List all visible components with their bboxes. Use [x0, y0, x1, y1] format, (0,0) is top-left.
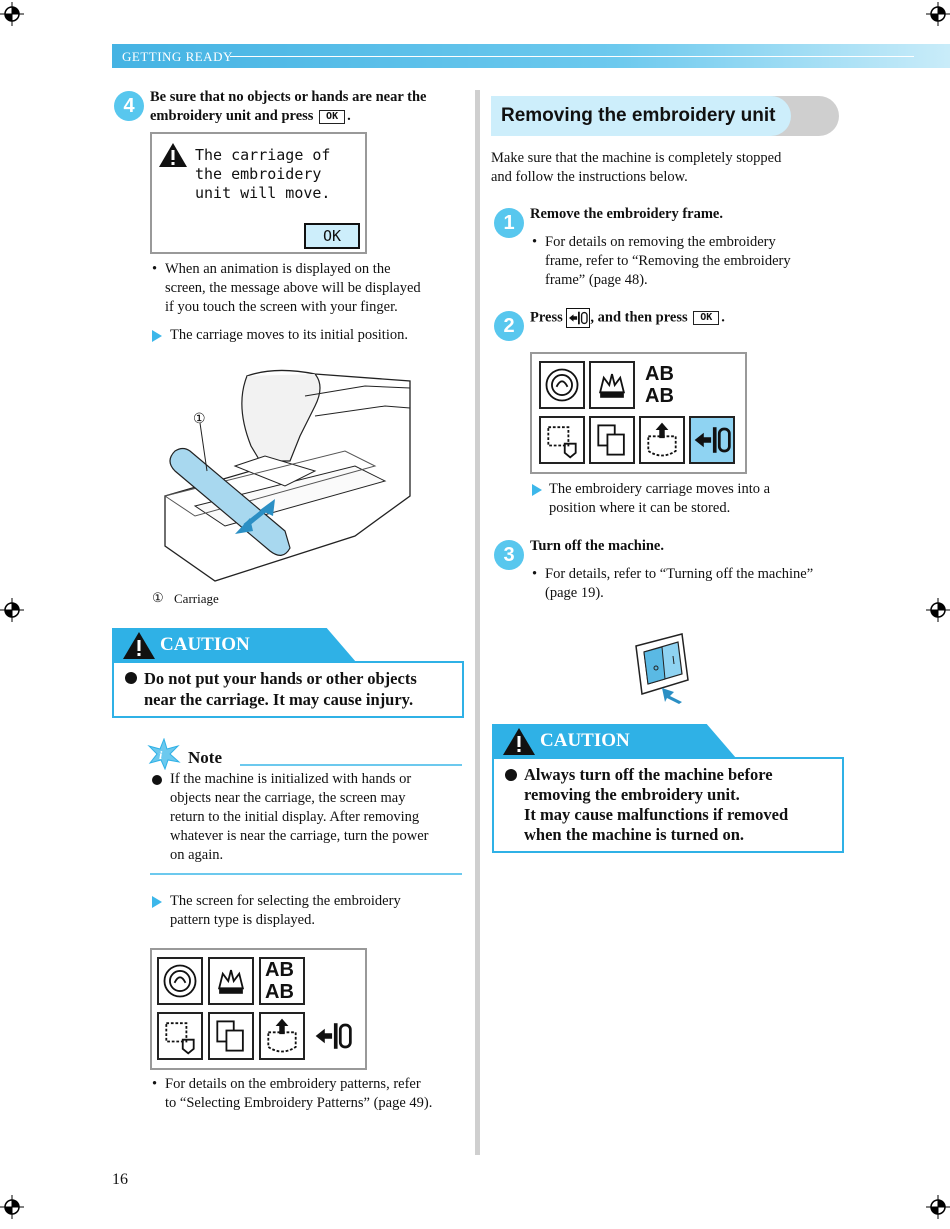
lcd-ok-button[interactable]: OK	[304, 223, 360, 249]
frame-shape-icon[interactable]	[539, 416, 585, 464]
pattern-reference-note: For details on the embroidery patterns, …	[165, 1076, 433, 1111]
frame-shape-icon[interactable]	[157, 1012, 203, 1060]
note-star-icon: i	[147, 738, 181, 770]
registration-mark-icon	[926, 2, 950, 26]
bullet-dot-icon	[505, 769, 517, 781]
warning-icon	[503, 728, 535, 755]
warning-icon	[159, 143, 187, 167]
step-1-badge: 1	[494, 208, 524, 238]
intro-text: Make sure that the machine is completely…	[491, 150, 782, 185]
result-text: The carriage moves to its initial positi…	[170, 327, 408, 343]
lcd-message-screen: The carriage of the embroidery unit will…	[150, 132, 367, 254]
result-text: The embroidery carriage moves into a pos…	[549, 481, 771, 516]
caution-box: Always turn off the machine before remov…	[492, 757, 844, 853]
caution-line: Do not put your hands or other objects	[144, 669, 417, 688]
bullet-dot-icon	[152, 775, 162, 785]
lcd-line: The carriage of	[195, 146, 331, 164]
remove-unit-icon[interactable]	[310, 1012, 356, 1060]
bullet-marker: •	[532, 566, 538, 582]
step-2-instruction: Press , and then press OK.	[530, 308, 840, 328]
caution-header: CAUTION	[112, 628, 356, 662]
caution-line: It may cause malfunctions if removed	[524, 805, 789, 824]
result-arrow-icon	[152, 896, 162, 908]
result-text: The screen for selecting the embroidery …	[170, 893, 401, 928]
step-1-title: Remove the embroidery frame.	[530, 206, 723, 222]
remove-unit-icon[interactable]	[689, 416, 735, 464]
caution-line: Always turn off the machine before	[524, 765, 773, 784]
pocket-save-icon[interactable]	[639, 416, 685, 464]
frame-pattern-icon[interactable]	[208, 957, 254, 1005]
note-title: Note	[188, 748, 222, 767]
caution-line: removing the embroidery unit.	[524, 785, 740, 804]
pocket-save-icon[interactable]	[259, 1012, 305, 1060]
ok-key-label: OK	[693, 311, 720, 325]
figure-legend-text: Carriage	[174, 591, 219, 606]
bullet-dot-icon	[125, 672, 137, 684]
embroidery-design-icon[interactable]	[157, 957, 203, 1005]
column-divider	[475, 90, 480, 1155]
lcd-line: the embroidery	[195, 165, 322, 183]
registration-mark-icon	[0, 598, 24, 622]
bullet-marker: •	[532, 234, 538, 250]
registration-mark-icon	[926, 1195, 950, 1219]
callout-marker: ①	[193, 412, 206, 427]
svg-text:i: i	[159, 748, 163, 762]
registration-mark-icon	[926, 598, 950, 622]
step-4-instruction: Be sure that no objects or hands are nea…	[150, 89, 427, 124]
caution-line: near the carriage. It may cause injury.	[144, 690, 414, 709]
result-arrow-icon	[152, 330, 162, 342]
header-band: GETTING READY	[112, 44, 950, 68]
header-rule	[230, 56, 914, 57]
embroidery-machine-illustration	[163, 369, 411, 582]
lcd-line: unit will move.	[195, 184, 331, 202]
registration-mark-icon	[0, 2, 24, 26]
warning-icon	[123, 632, 155, 659]
section-title: Removing the embroidery unit	[501, 105, 776, 126]
bullet-marker: •	[152, 261, 158, 277]
page-number: 16	[112, 1171, 128, 1188]
step-2-badge: 2	[494, 311, 524, 341]
figure-legend-number: ①	[152, 590, 164, 605]
step-3-badge: 3	[494, 540, 524, 570]
embroidery-design-icon[interactable]	[539, 361, 585, 409]
step-3-detail: For details, refer to “Turning off the m…	[545, 566, 814, 601]
memory-icon[interactable]	[208, 1012, 254, 1060]
caution-line: when the machine is turned on.	[524, 825, 745, 844]
frame-pattern-icon[interactable]	[589, 361, 635, 409]
note-rule	[240, 764, 462, 766]
note-text: If the machine is initialized with hands…	[170, 771, 429, 863]
caution-header: CAUTION	[492, 724, 736, 758]
step-3-title: Turn off the machine.	[530, 538, 664, 554]
section-header: GETTING READY	[122, 49, 233, 64]
step-1-detail: For details on removing the embroidery f…	[545, 234, 791, 288]
animation-note: When an animation is displayed on the sc…	[165, 261, 421, 315]
remove-unit-key-icon	[566, 308, 591, 328]
note-bottom-rule	[150, 873, 462, 875]
registration-mark-icon	[0, 1195, 24, 1219]
bullet-marker: •	[152, 1076, 158, 1092]
memory-icon[interactable]	[589, 416, 635, 464]
ok-key-label: OK	[319, 109, 346, 124]
step-4-badge: 4	[114, 91, 144, 121]
section-title-banner: Removing the embroidery unit	[491, 96, 839, 136]
result-arrow-icon	[532, 484, 542, 496]
power-switch-illustration	[635, 633, 689, 704]
caution-box: Do not put your hands or other objects n…	[112, 661, 464, 718]
